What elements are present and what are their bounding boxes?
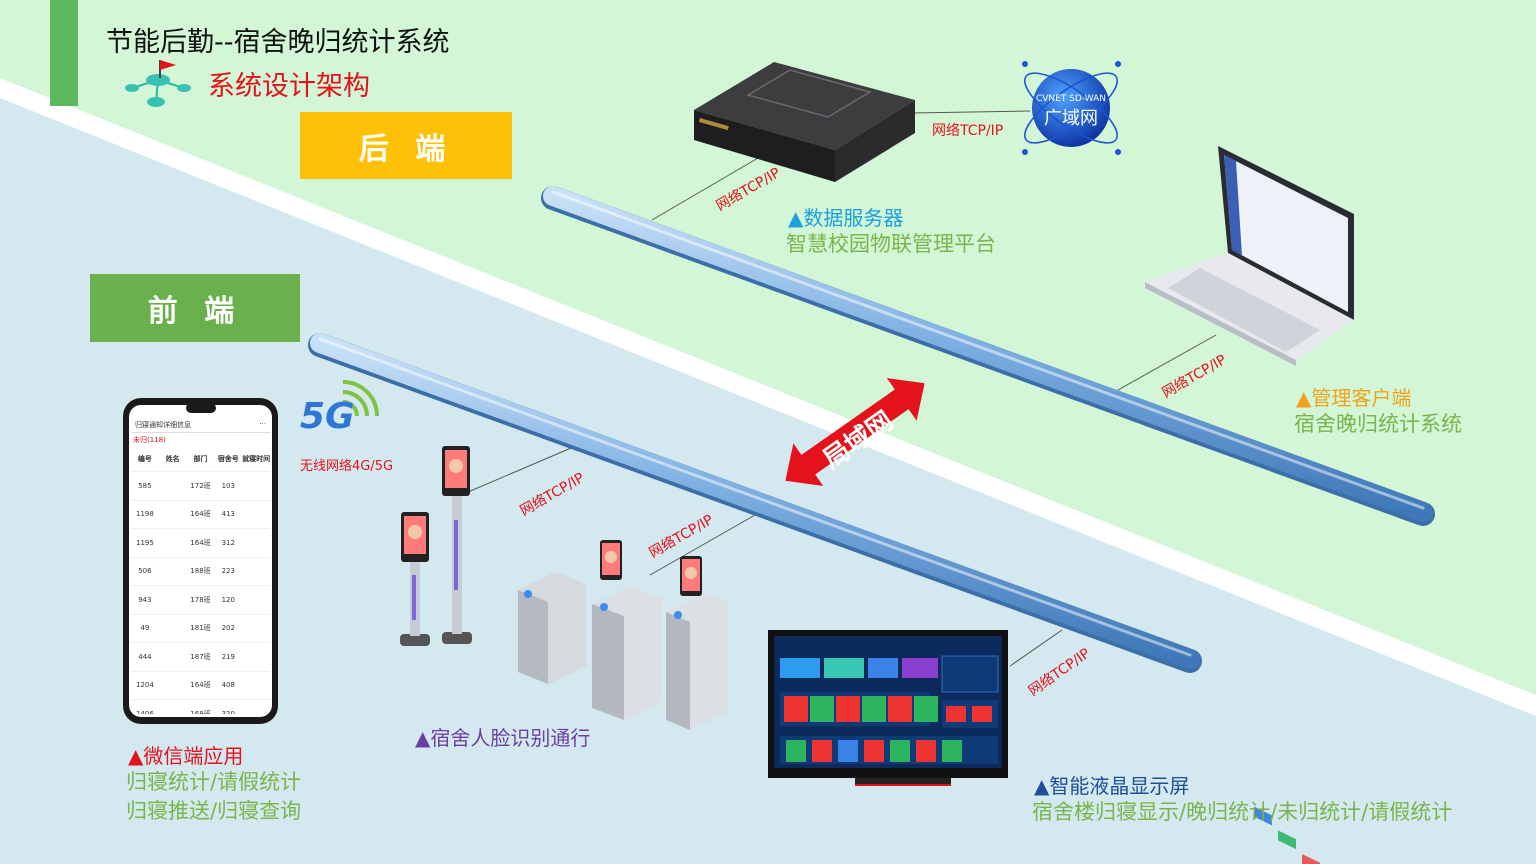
accent-bar xyxy=(50,0,78,106)
table-cell: 178班 xyxy=(190,595,211,604)
column-header: 编号 xyxy=(137,455,152,463)
wan-globe-icon xyxy=(1022,61,1121,155)
table-cell: 1198 xyxy=(135,510,154,519)
column-header: 就寝时间 xyxy=(242,455,270,463)
table-header-row: 编号 姓名 部门 宿舍号就寝时间 xyxy=(131,447,270,472)
column-header: 姓名 xyxy=(165,455,180,463)
server-device xyxy=(694,62,915,182)
table-cell: 187班 xyxy=(190,652,211,661)
5g-logo: 5G xyxy=(300,396,355,437)
table-row[interactable]: 585 172班 103 xyxy=(131,472,270,501)
page-title: 节能后勤--宿舍晚归统计系统 xyxy=(106,27,450,58)
table-cell: 164班 xyxy=(190,510,211,519)
table-row[interactable]: 1204 164班 408 xyxy=(131,672,270,700)
backend-badge: 后 端 xyxy=(300,112,512,179)
column-header: 部门 xyxy=(193,455,208,463)
tcp-label-wan: 网络TCP/IP xyxy=(932,123,1004,139)
wan-label: 广域网 xyxy=(1044,108,1098,129)
table-row[interactable]: 1195 164班 312 xyxy=(131,529,270,558)
table-row[interactable]: 1198 164班 413 xyxy=(131,501,270,529)
table-row[interactable]: 49 181班 202 xyxy=(131,615,270,643)
table-cell: 172班 xyxy=(190,481,211,490)
page-subtitle: 系统设计架构 xyxy=(208,71,370,102)
table-cell: 444 xyxy=(138,652,152,661)
laptop-device xyxy=(1145,146,1354,864)
phone-screen-title: 归寝通知详细信息 xyxy=(135,421,191,429)
display-title: ▲智能液晶显示屏 xyxy=(1034,774,1190,798)
table-row[interactable]: 943 178班 120 xyxy=(131,586,270,615)
backend-pipe xyxy=(541,186,1435,526)
wan-brand-label: CVNET SD-WAN xyxy=(1035,94,1107,104)
table-cell: 506 xyxy=(138,567,152,576)
table-cell: 223 xyxy=(221,567,235,576)
phone-screen: 归寝通知详细信息 ··· 未归(118) 编号 姓名 部门 宿舍号就寝时间 585 172… xyxy=(131,418,270,714)
frontend-pipe xyxy=(308,333,1202,673)
face-terminal-devices xyxy=(400,446,472,646)
phone-red-note: 未归(118) xyxy=(133,436,166,444)
table-cell: 1195 xyxy=(135,538,154,547)
table-cell: 1204 xyxy=(135,681,154,690)
wechat-line2: 归寝推送/归寝查询 xyxy=(126,799,302,823)
table-row[interactable]: 506 188班 223 xyxy=(131,558,270,586)
column-header: 宿舍号 xyxy=(217,455,239,463)
client-subtitle: 宿舍晚归统计系统 xyxy=(1294,412,1462,436)
table-cell: 312 xyxy=(221,538,235,547)
table-cell: 168班 xyxy=(190,709,211,714)
table-cell: 164班 xyxy=(190,538,211,547)
frontend-badge: 前 端 xyxy=(90,274,300,342)
more-icon[interactable]: ··· xyxy=(259,420,266,428)
server-title: ▲数据服务器 xyxy=(788,206,904,230)
wireless-label: 无线网络4G/5G xyxy=(300,459,394,474)
face-title: ▲宿舍人脸识别通行 xyxy=(415,726,591,750)
lan-double-arrow xyxy=(785,378,925,486)
connector-lines xyxy=(467,110,1217,667)
table-cell: 49 xyxy=(140,624,150,633)
table-cell: 202 xyxy=(221,624,235,633)
lcd-display-device xyxy=(768,630,1008,786)
architecture-logo-icon xyxy=(125,60,191,107)
turnstile-gates xyxy=(518,540,728,730)
table-cell: 585 xyxy=(138,481,152,490)
table-cell: 413 xyxy=(221,510,235,519)
table-cell: 181班 xyxy=(190,624,211,633)
display-subtitle: 宿舍楼归寝显示/晚归统计/未归统计/请假统计 xyxy=(1032,800,1453,824)
table-cell: 408 xyxy=(221,681,235,690)
table-row[interactable]: 444 187班 219 xyxy=(131,643,270,672)
wechat-line1: 归寝统计/请假统计 xyxy=(126,770,302,794)
table-cell: 320 xyxy=(221,709,235,714)
table-row[interactable]: 1406 168班 320 xyxy=(131,700,270,714)
table-cell: 188班 xyxy=(190,567,211,576)
phone-table: 编号 姓名 部门 宿舍号就寝时间 585 172班 103 1198 164班 413 1195 16… xyxy=(131,447,270,714)
table-cell: 164班 xyxy=(190,681,211,690)
client-title: ▲管理客户端 xyxy=(1296,386,1412,410)
wifi-signal-icon xyxy=(342,380,379,417)
phone-header: 归寝通知详细信息 ··· xyxy=(131,418,270,433)
table-cell: 103 xyxy=(221,481,235,490)
server-subtitle: 智慧校园物联管理平台 xyxy=(786,232,996,256)
table-cell: 219 xyxy=(221,652,235,661)
table-cell: 943 xyxy=(138,595,152,604)
table-cell: 120 xyxy=(221,595,235,604)
table-cell: 1406 xyxy=(135,709,154,714)
wechat-title: ▲微信端应用 xyxy=(128,744,244,768)
